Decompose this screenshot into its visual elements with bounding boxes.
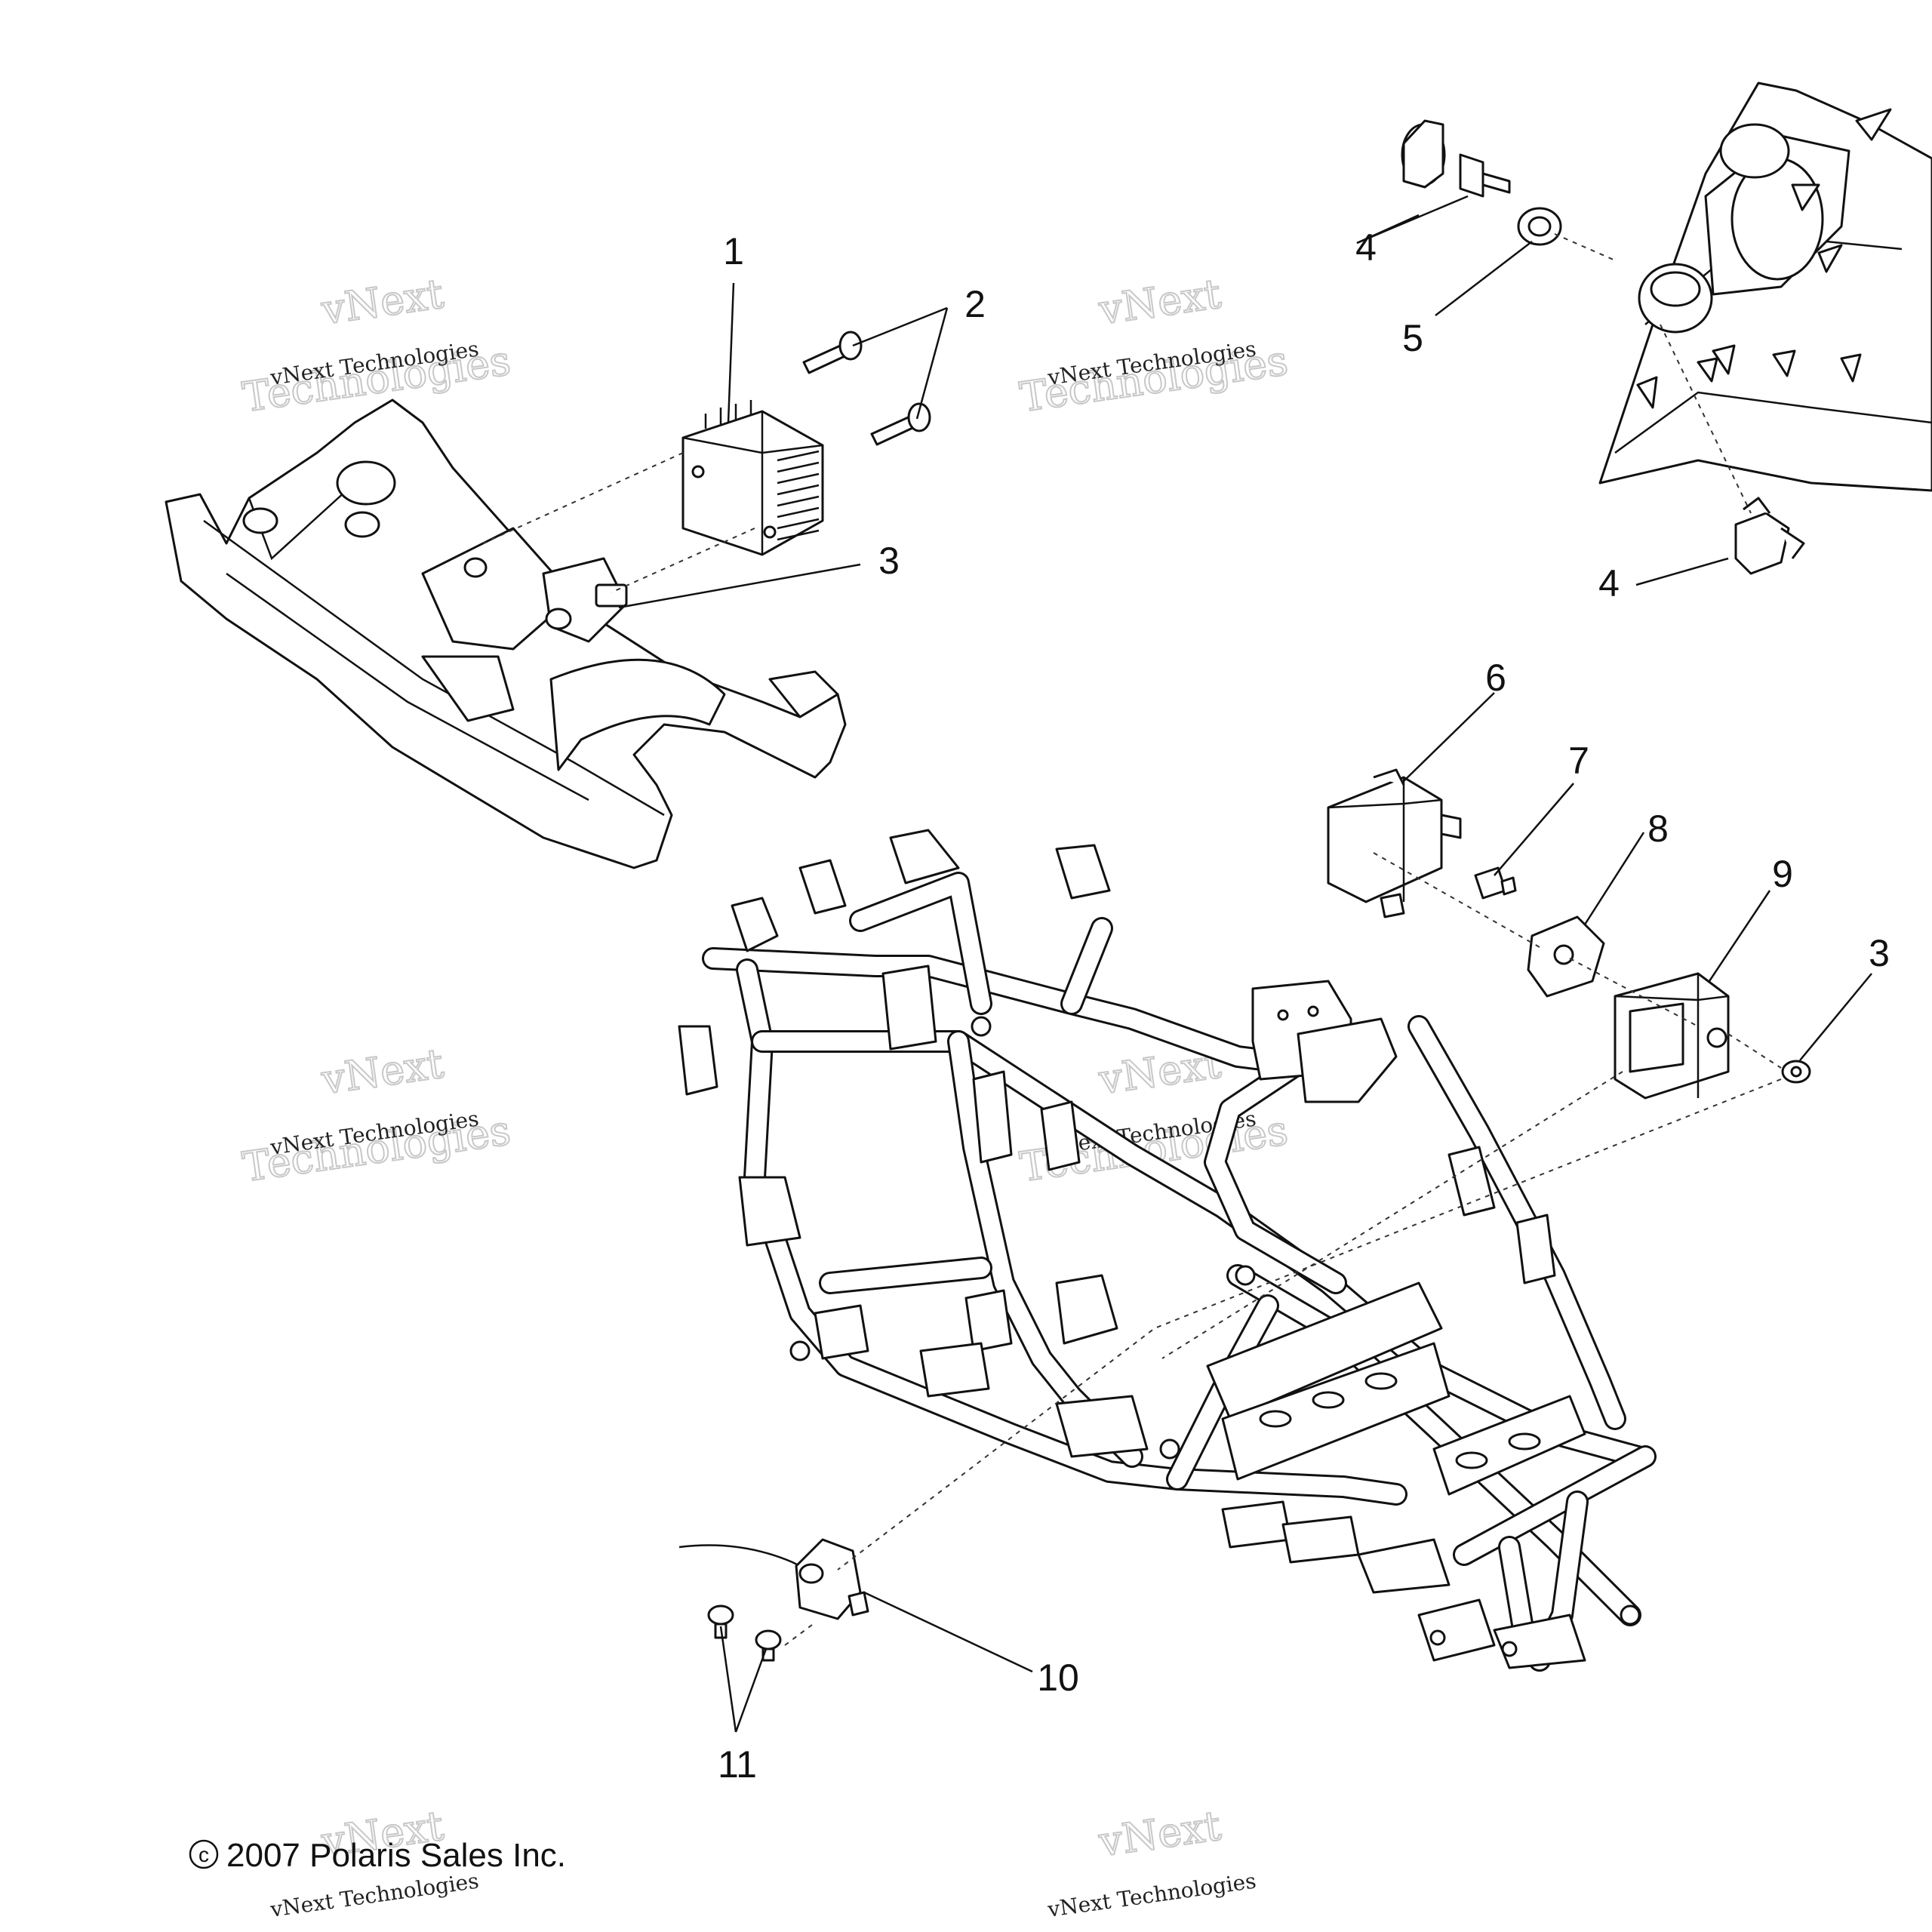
watermark-text: vNext Technologies (268, 1869, 480, 1923)
watermark-vnext: vNext (1096, 1801, 1224, 1866)
copyright-text: 2007 Polaris Sales Inc. (226, 1837, 566, 1874)
copyright-symbol: c (198, 1843, 209, 1866)
leader-lines (618, 195, 1872, 1733)
screw-pair (707, 1604, 782, 1662)
callout-11: 11 (718, 1743, 757, 1786)
watermark: vNext Technologies vNext Technologies (239, 1038, 515, 1192)
watermark: vNext Technologies vNext Technologies (239, 269, 515, 422)
mounting-bracket-9 (1614, 972, 1730, 1100)
callout-labels: 1 2 3 4 5 4 6 7 8 9 3 10 11 (718, 226, 1890, 1786)
watermark: vNext Technologies vNext Technologies (1017, 269, 1292, 422)
copyright-circle (189, 1839, 219, 1869)
callout-7: 7 (1568, 740, 1589, 782)
watermark-vnext: vNext (1096, 269, 1224, 334)
callout-1: 1 (723, 230, 744, 272)
nut (1781, 1060, 1811, 1084)
callout-9: 9 (1772, 853, 1793, 895)
watermark-text: vNext Technologies (1045, 1869, 1257, 1923)
bolt-pair (802, 331, 931, 446)
watermark: vNext vNext Technologies (1045, 1801, 1257, 1923)
cdi-module (1327, 768, 1462, 918)
mounting-plate-8 (1527, 915, 1605, 998)
callout-8: 8 (1647, 808, 1669, 850)
callout-2: 2 (964, 283, 986, 325)
bolt-7 (1474, 866, 1517, 900)
main-frame (678, 829, 1657, 1672)
headlight-pod (1598, 82, 1932, 492)
watermark-vnext: vNext (318, 1039, 447, 1103)
callout-4-lower: 4 (1598, 562, 1620, 605)
assembly-lines (482, 233, 1782, 1646)
headlight-bulb-parts (1401, 119, 1805, 575)
callout-3-lower: 3 (1869, 932, 1890, 974)
callout-4-upper: 4 (1355, 226, 1377, 269)
callout-3-upper: 3 (878, 540, 900, 582)
rear-subframe (165, 398, 847, 869)
callout-10: 10 (1037, 1657, 1079, 1699)
callout-5: 5 (1402, 317, 1423, 359)
copyright-notice: c 2007 Polaris Sales Inc. (189, 1837, 566, 1874)
watermark-vnext: vNext (318, 269, 447, 334)
voltage-regulator (681, 400, 824, 556)
switch-assembly (678, 1538, 869, 1620)
callout-6: 6 (1485, 657, 1506, 699)
